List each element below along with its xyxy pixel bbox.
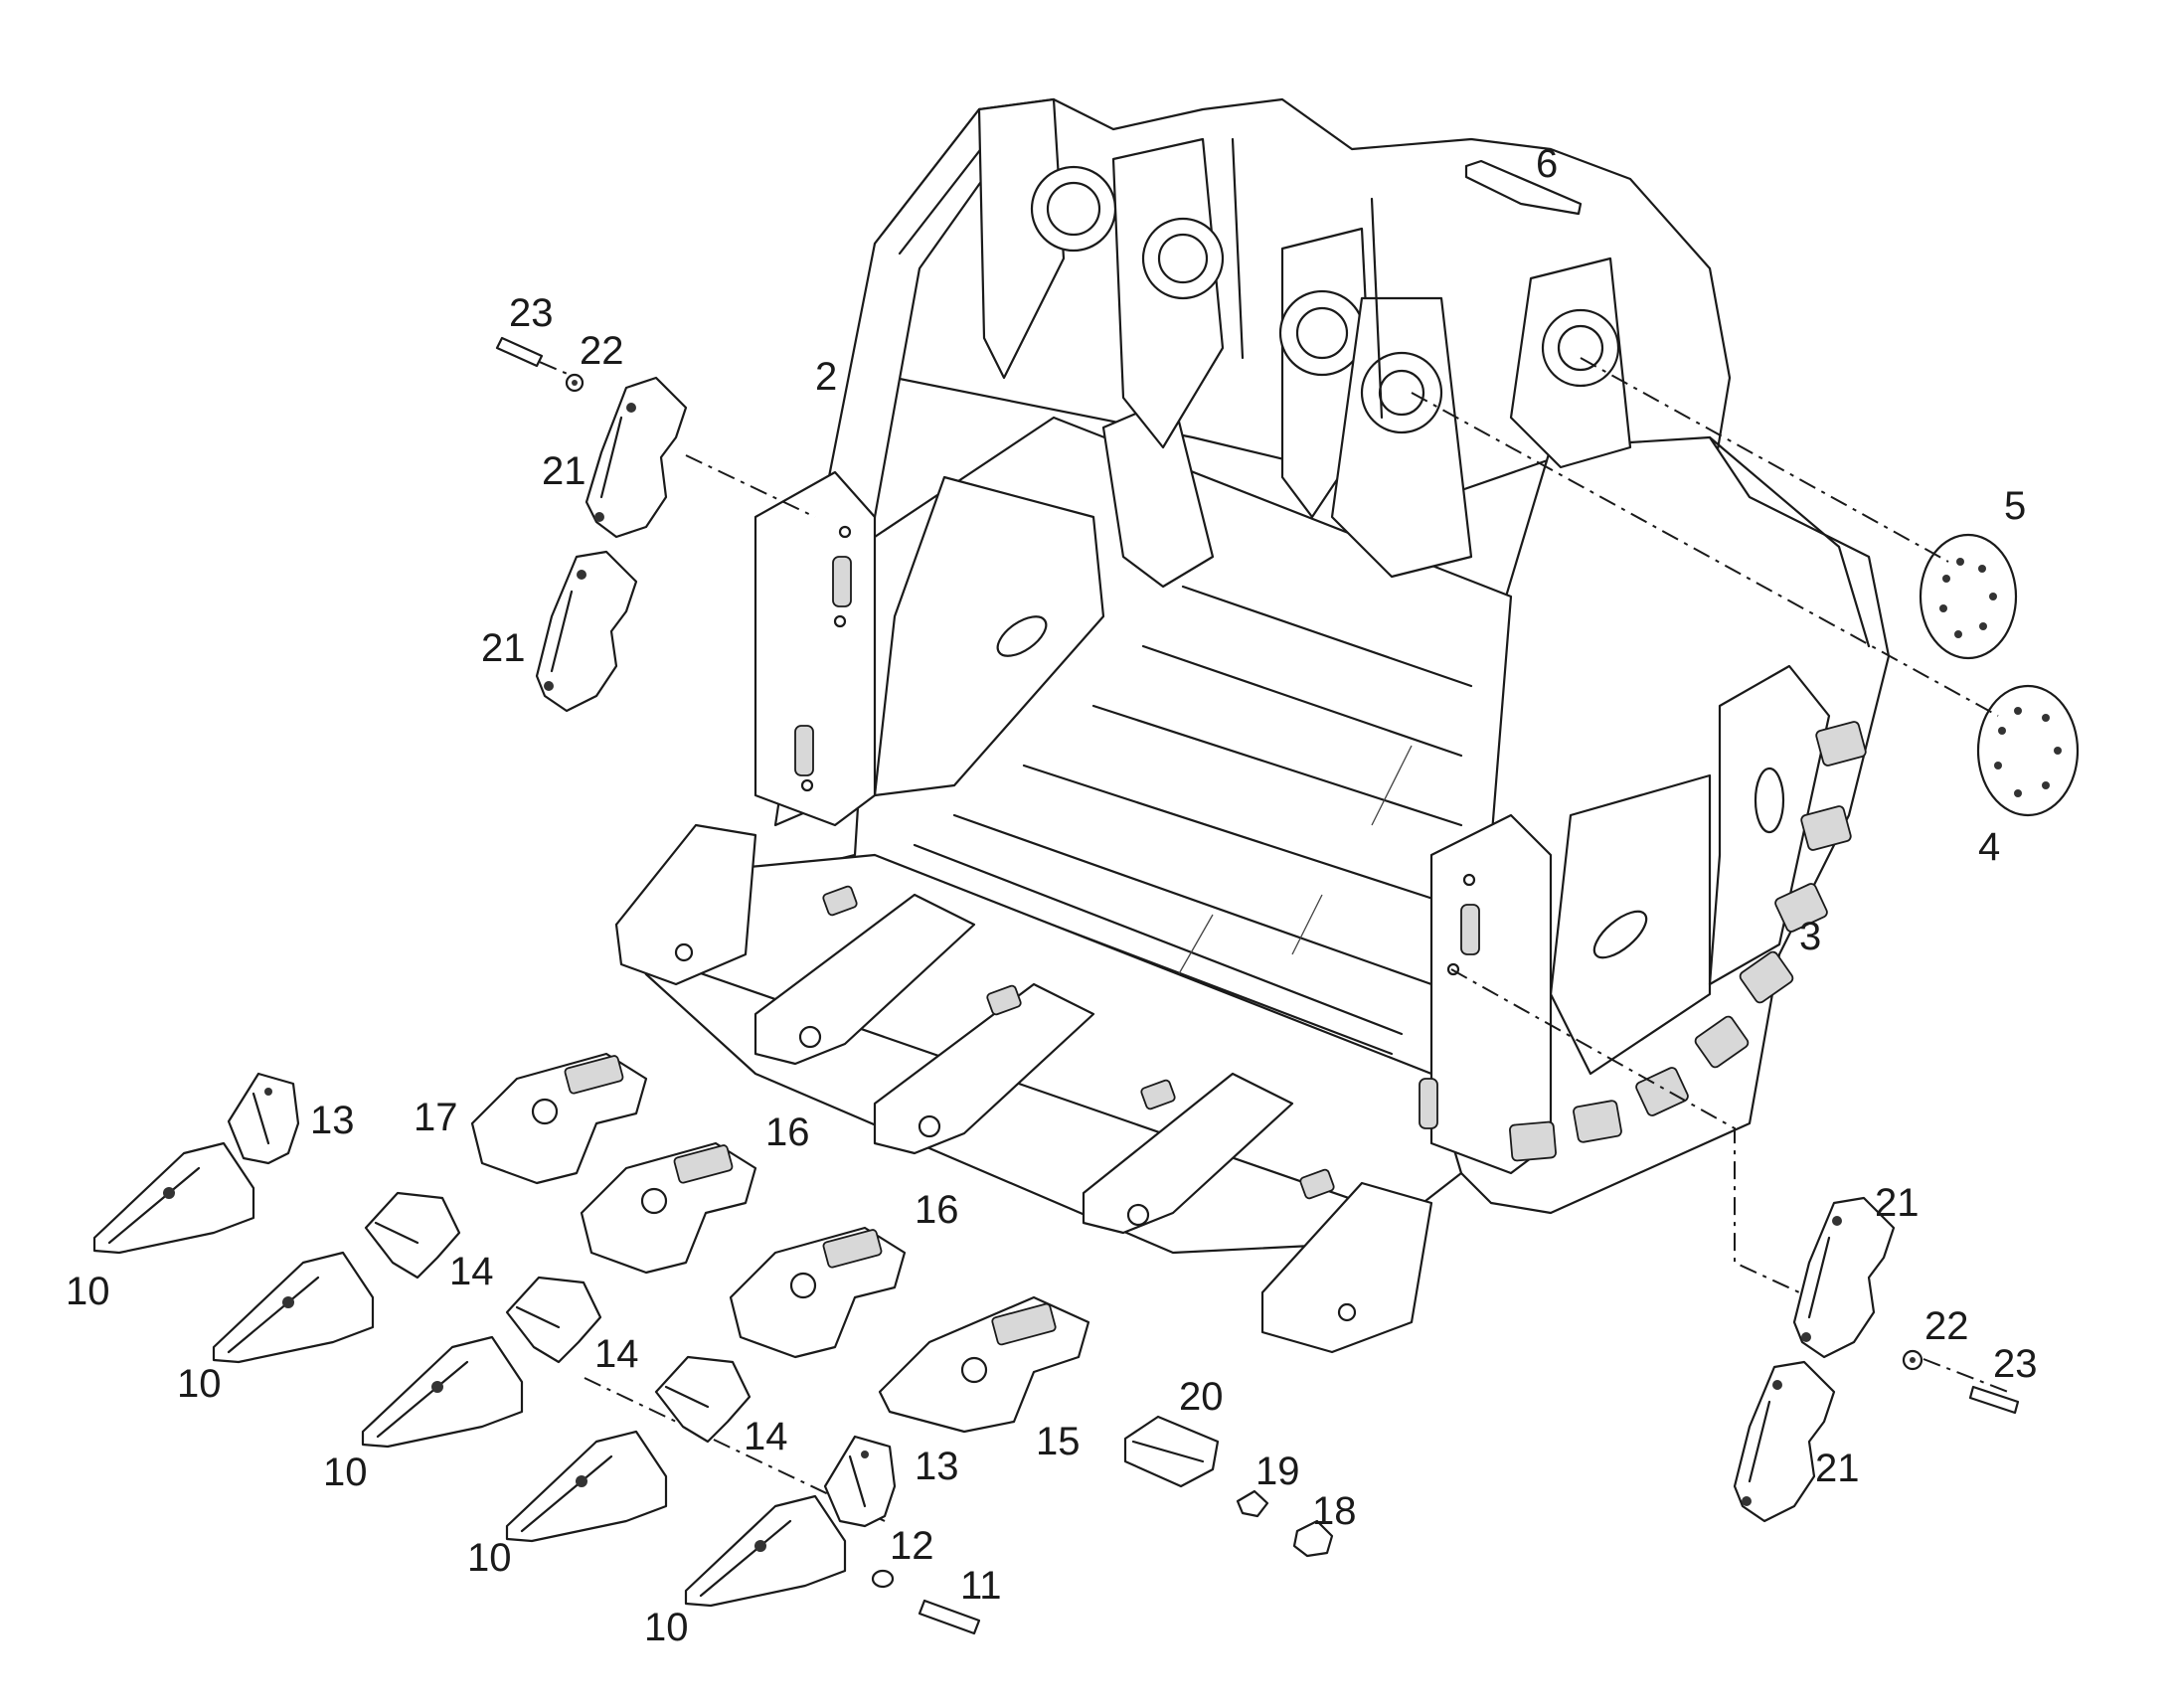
callout-12: 12	[890, 1524, 934, 1568]
callout-13: 13	[915, 1445, 959, 1488]
mounting-lugs	[977, 97, 1632, 579]
bolt-18	[1292, 1519, 1334, 1558]
wear-strip-part	[1464, 159, 1583, 216]
callout-4: 4	[1978, 825, 2000, 869]
callout-20: 20	[1179, 1375, 1224, 1419]
callout-11: 11	[960, 1564, 1002, 1608]
wear-cap-14c	[654, 1355, 752, 1444]
bucket-body	[614, 97, 1891, 1255]
callout-2: 2	[815, 355, 837, 399]
callout-21: 21	[481, 626, 526, 670]
callout-15: 15	[1036, 1420, 1081, 1463]
callout-21: 21	[1875, 1181, 1920, 1225]
bucket-tooth-10c	[361, 1335, 524, 1449]
callout-21: 21	[542, 449, 586, 493]
callout-16: 16	[915, 1188, 959, 1232]
callout-14: 14	[449, 1250, 494, 1293]
cover-plate-5	[1919, 533, 2018, 660]
callout-23: 23	[1993, 1342, 2038, 1386]
callout-16: 16	[765, 1110, 810, 1154]
side-shroud-21d	[1733, 1360, 1836, 1523]
callout-19: 19	[1255, 1450, 1300, 1493]
callout-10: 10	[177, 1362, 222, 1406]
lip-shroud-16a	[580, 1141, 757, 1275]
wedge-19	[1236, 1489, 1269, 1518]
callout-23: 23	[509, 291, 554, 335]
bucket-tooth-10e	[684, 1494, 847, 1608]
callout-10: 10	[323, 1451, 368, 1494]
side-shroud-21a	[585, 376, 688, 539]
side-shroud-21c	[1792, 1196, 1896, 1359]
retainer-washer-12	[871, 1569, 895, 1589]
bucket-tooth-10b	[212, 1251, 375, 1364]
lip-adapters	[614, 823, 1433, 1354]
adapter-13b	[823, 1435, 897, 1528]
cover-plate-4	[1976, 684, 2080, 817]
retainer-pin-23a	[495, 336, 544, 368]
lip-shroud-16b	[729, 1226, 907, 1359]
bucket-tooth-10d	[505, 1430, 668, 1543]
callout-17: 17	[414, 1096, 458, 1139]
callout-3: 3	[1799, 915, 1821, 958]
callout-5: 5	[2004, 484, 2026, 528]
side-wear-shrouds	[1509, 721, 1867, 1162]
bucket-tooth-10a	[92, 1141, 255, 1255]
lip-shroud-17	[470, 1052, 648, 1185]
lock-assembly-20	[1123, 1415, 1220, 1488]
lip-shroud-15	[878, 1295, 1090, 1434]
callout-10: 10	[66, 1270, 110, 1313]
wear-cap-14b	[505, 1276, 602, 1364]
callout-18: 18	[1312, 1489, 1357, 1533]
callout-14: 14	[744, 1415, 788, 1458]
callout-14: 14	[594, 1332, 639, 1376]
retainer-washer-22a	[565, 373, 585, 393]
retainer-pin-23b	[1968, 1385, 2020, 1415]
callout-22: 22	[580, 329, 624, 373]
side-shroud-21b	[535, 550, 638, 713]
callout-10: 10	[467, 1536, 512, 1580]
callout-13: 13	[310, 1099, 355, 1142]
retainer-washer-22b	[1902, 1349, 1923, 1371]
retainer-pin-11	[918, 1599, 981, 1635]
callout-22: 22	[1924, 1304, 1969, 1348]
callout-10: 10	[644, 1606, 689, 1649]
callout-21: 21	[1815, 1447, 1860, 1490]
callout-6: 6	[1536, 142, 1558, 186]
callout-labels: 2 3 4 5 6 23 22 21 21 13 17 16 16 10 14 …	[66, 142, 2038, 1649]
adapter-13a	[227, 1072, 300, 1165]
wear-cap-14a	[364, 1191, 461, 1280]
